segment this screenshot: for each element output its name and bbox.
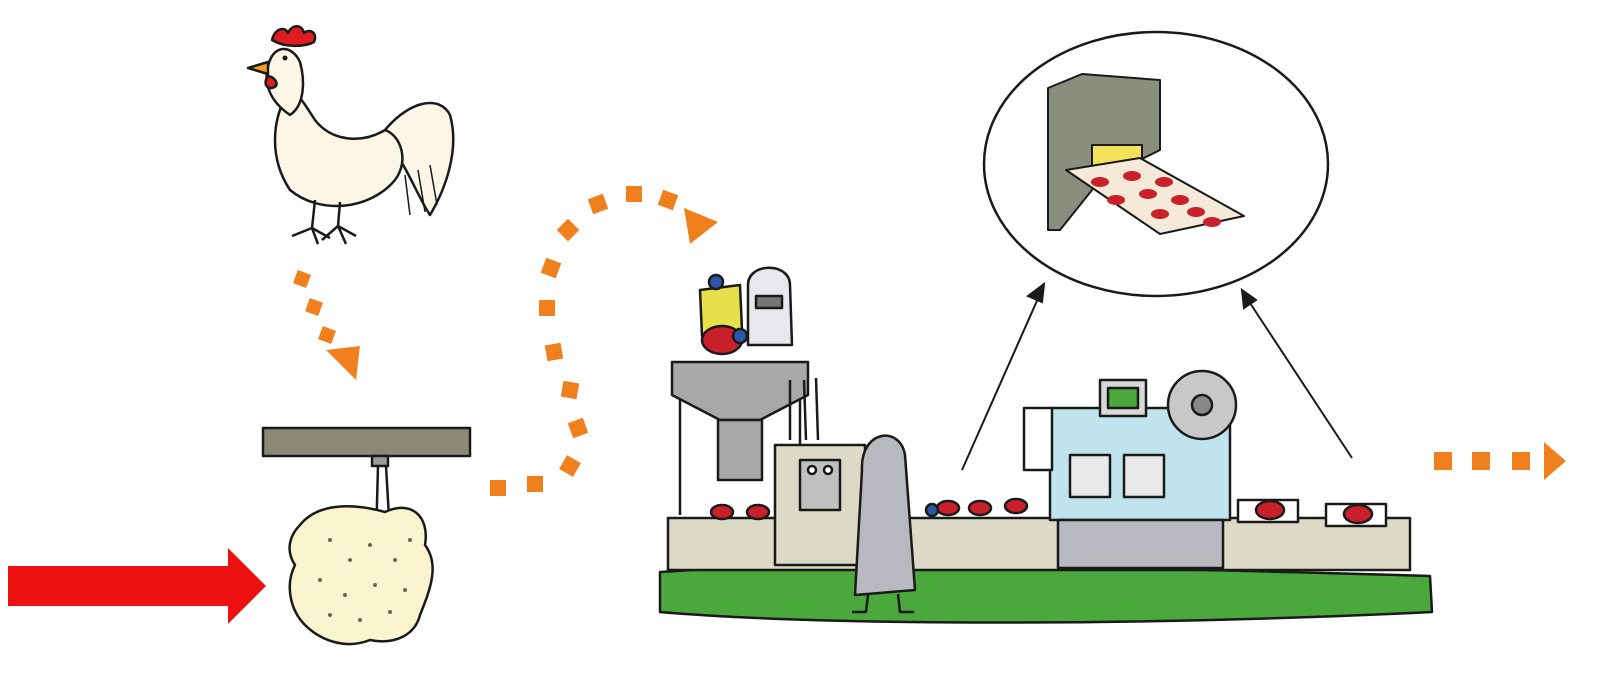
flow-arrow-2 [490, 186, 718, 496]
highlight-arrow [8, 548, 266, 624]
magnifier-circle-icon [984, 32, 1328, 296]
factory-conveyor-icon [660, 268, 1432, 623]
rooster-icon [248, 26, 453, 244]
flow-arrow-3 [1434, 442, 1566, 480]
hanging-carcass-icon [263, 428, 470, 644]
flow-arrow-1 [293, 270, 360, 380]
